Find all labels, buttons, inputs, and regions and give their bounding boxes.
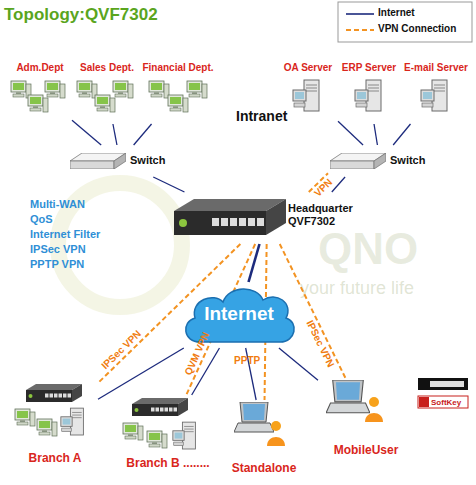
server-icon xyxy=(421,80,447,111)
device-node: Standalone xyxy=(222,400,306,478)
watermark: QNO xyxy=(318,224,418,275)
connector-label: PPTP xyxy=(234,355,260,367)
softkey-logo-mark xyxy=(419,397,429,407)
device-node: ERP Server xyxy=(338,62,400,124)
connector-label: VPN xyxy=(312,177,335,200)
switch-icon xyxy=(330,153,386,169)
user-icon xyxy=(267,421,285,446)
internet-connector xyxy=(279,348,318,380)
legend-text: Internet xyxy=(378,7,415,19)
softkey-logo xyxy=(418,396,468,408)
node-text: Headquarter QVF7302 xyxy=(288,202,362,227)
legend-text: VPN Connection xyxy=(378,23,456,35)
router-icon xyxy=(26,384,82,402)
device-node: E-mail Server xyxy=(400,62,472,124)
node-text: Switch xyxy=(390,154,425,167)
node-text: Standalone xyxy=(222,462,306,476)
annotation: IPSec VPN xyxy=(30,243,86,256)
node-text: OA Server xyxy=(278,62,338,74)
switch-icon xyxy=(70,153,126,169)
laptop-icon xyxy=(326,380,370,413)
node-text: E-mail Server xyxy=(400,62,472,74)
node-text: Internet xyxy=(180,303,298,325)
connector-label: QVM VPN xyxy=(182,331,212,378)
annotation: Internet Filter xyxy=(30,228,100,241)
pc-icon xyxy=(37,419,57,436)
legend-sample-dash xyxy=(346,29,374,31)
node-text: Financial Dept. xyxy=(140,62,216,74)
internet-connector xyxy=(72,120,101,145)
annotation: Multi-WAN xyxy=(30,198,85,211)
internet-connector xyxy=(134,124,152,145)
node-text: Switch xyxy=(130,154,165,167)
watermark: your future life xyxy=(300,278,414,299)
pc-icon xyxy=(15,409,35,426)
server-icon xyxy=(293,80,319,111)
annotation: QoS xyxy=(30,213,53,226)
pc-icon xyxy=(149,81,169,98)
node-text: Sales Dept. xyxy=(74,62,140,74)
device-node: Switch xyxy=(68,145,172,177)
node-text: MobileUser xyxy=(318,444,414,458)
annotation: SoftKey xyxy=(431,398,461,407)
device-node: Financial Dept. xyxy=(140,62,216,124)
device-node: Sales Dept. xyxy=(74,62,140,124)
pc-icon xyxy=(77,81,97,98)
device-node: Branch B ........ xyxy=(118,395,218,475)
legend-sample-line xyxy=(346,13,374,15)
connector-label: IPSec VPN xyxy=(304,318,337,368)
node-text: Adm.Dept xyxy=(8,62,72,74)
device-node: MobileUser xyxy=(318,378,414,462)
device-node: Switch xyxy=(328,145,432,177)
router-icon xyxy=(132,398,188,416)
internet-connector xyxy=(338,121,363,145)
vpn-connector xyxy=(280,244,346,378)
token-logo-bar xyxy=(430,381,464,387)
node-text: Branch B ........ xyxy=(118,457,218,471)
router-icon xyxy=(174,199,286,235)
device-node: Branch A xyxy=(12,380,98,470)
pc-icon xyxy=(123,423,143,440)
annotation: Intranet xyxy=(236,108,287,124)
laptop-icon xyxy=(234,402,274,432)
legend-box xyxy=(338,2,472,42)
diagram-title: Topology:QVF7302 xyxy=(4,5,158,25)
server-icon xyxy=(173,422,196,449)
pc-icon xyxy=(45,81,65,98)
server-icon xyxy=(355,80,381,111)
device-node: Headquarter QVF7302 xyxy=(172,192,362,244)
internet-connector xyxy=(393,124,410,145)
node-text: Branch A xyxy=(12,452,98,466)
internet-connector xyxy=(249,244,260,282)
pc-icon xyxy=(95,95,115,112)
pc-icon xyxy=(168,95,188,112)
connector-label: IPSec VPN xyxy=(99,328,143,372)
internet-connector xyxy=(113,124,117,145)
pc-icon xyxy=(147,431,167,448)
pc-icon xyxy=(113,81,133,98)
internet-connector xyxy=(374,124,377,145)
server-icon xyxy=(61,408,84,435)
user-icon xyxy=(365,397,383,422)
pc-icon xyxy=(28,95,48,112)
node-text: ERP Server xyxy=(338,62,400,74)
annotation: PPTP VPN xyxy=(30,258,84,271)
device-node: Adm.Dept xyxy=(8,62,72,124)
pc-icon xyxy=(187,81,207,98)
token-logo xyxy=(418,378,468,390)
